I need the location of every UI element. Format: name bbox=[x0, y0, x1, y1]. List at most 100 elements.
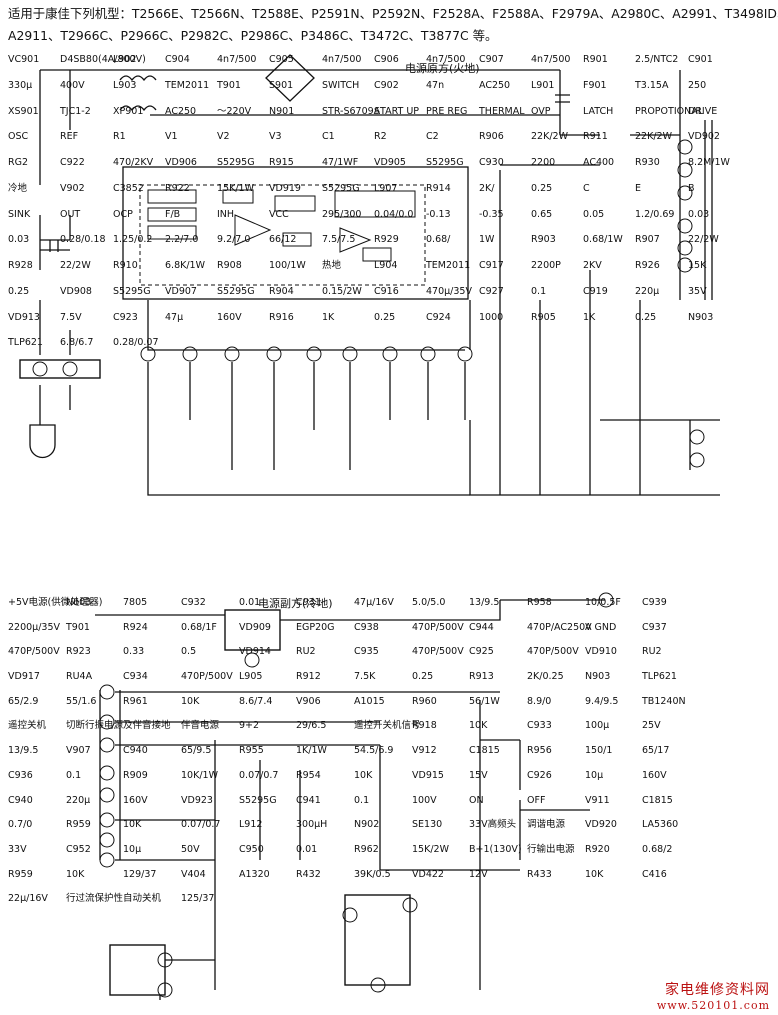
component-label: 33V高频头 bbox=[469, 818, 516, 830]
component-label: 0.1 bbox=[354, 795, 369, 806]
component-label: 2KV bbox=[583, 260, 602, 271]
component-label: 65/17 bbox=[642, 745, 669, 756]
component-label: C926 bbox=[527, 770, 552, 781]
component-label: R959 bbox=[66, 819, 91, 830]
component-label: R433 bbox=[527, 869, 552, 880]
component-label: C1815 bbox=[642, 795, 673, 806]
component-label: 0.04/0.0 bbox=[374, 209, 413, 220]
component-label: 50V bbox=[181, 844, 200, 855]
component-label: 2K/ bbox=[479, 183, 495, 194]
component-label: OFF bbox=[527, 795, 545, 806]
component-label: 0.03 bbox=[688, 209, 709, 220]
component-label: 56/1W bbox=[469, 696, 500, 707]
component-label: 1K bbox=[322, 312, 335, 323]
component-label: 10μ bbox=[585, 770, 603, 781]
component-label: R916 bbox=[269, 312, 294, 323]
component-label: R905 bbox=[531, 312, 556, 323]
component-label: 0.65 bbox=[531, 209, 552, 220]
component-label: C bbox=[583, 183, 590, 194]
component-label: L901 bbox=[531, 80, 554, 91]
component-label: V902 bbox=[60, 183, 85, 194]
component-label: R930 bbox=[635, 157, 660, 168]
component-label: TLP621 bbox=[641, 671, 677, 682]
component-label: S5295G bbox=[217, 286, 255, 297]
component-label: R955 bbox=[239, 745, 264, 756]
component-label: R914 bbox=[426, 183, 451, 194]
component-label: 0.7/0 bbox=[8, 819, 32, 830]
component-label: V911 bbox=[585, 795, 610, 806]
component-label: C933 bbox=[527, 720, 552, 731]
component-label: 自动关机 bbox=[123, 892, 162, 904]
component-label: VD919 bbox=[269, 183, 301, 194]
component-label: 8.6/7.4 bbox=[239, 696, 272, 707]
component-label: 5.0/5.0 bbox=[412, 597, 445, 608]
component-label: R924 bbox=[123, 622, 148, 633]
component-label: 伴音电源 bbox=[181, 719, 220, 731]
component-label: 4n7/500 bbox=[426, 54, 465, 65]
component-label: C416 bbox=[642, 869, 667, 880]
component-label: R962 bbox=[354, 844, 379, 855]
component-label: C944 bbox=[469, 622, 494, 633]
component-label: 160V bbox=[123, 795, 148, 806]
component-label: C940 bbox=[8, 795, 33, 806]
component-label: R432 bbox=[296, 869, 321, 880]
component-label: C938 bbox=[354, 622, 379, 633]
component-label: 220μ bbox=[66, 795, 90, 806]
component-label: LA5360 bbox=[642, 819, 678, 830]
component-label: 22K/2W bbox=[531, 131, 569, 142]
component-label: 15K/2W bbox=[412, 844, 450, 855]
component-label: 22K/2W bbox=[635, 131, 673, 142]
component-label: C916 bbox=[374, 286, 399, 297]
component-label: N903 bbox=[688, 312, 713, 323]
component-label: L905 bbox=[239, 671, 262, 682]
component-label: 15V bbox=[469, 770, 488, 781]
component-label: 100/1W bbox=[269, 260, 306, 271]
component-label: 470P/500V bbox=[8, 646, 60, 657]
component-label: VD915 bbox=[412, 770, 444, 781]
component-label: 4n7/500 bbox=[531, 54, 570, 65]
component-label: A1015 bbox=[354, 696, 385, 707]
component-label: R929 bbox=[374, 234, 399, 245]
component-label: VD914 bbox=[239, 646, 271, 657]
component-label: VD906 bbox=[165, 157, 197, 168]
component-label: R923 bbox=[66, 646, 91, 657]
component-label: 2200P bbox=[531, 260, 561, 271]
component-label: 冷地 bbox=[8, 182, 28, 194]
component-label: 54.5/6.9 bbox=[354, 745, 393, 756]
component-label: C904 bbox=[165, 54, 190, 65]
component-label: 热地 bbox=[322, 259, 342, 271]
component-label: 47/1WF bbox=[322, 157, 358, 168]
component-label: 0.01 bbox=[239, 597, 260, 608]
component-label: 295/300 bbox=[322, 209, 361, 220]
component-label: 0.1 bbox=[66, 770, 81, 781]
component-label: 0.25 bbox=[374, 312, 395, 323]
component-label: L904 bbox=[374, 260, 397, 271]
component-label: V1 bbox=[165, 131, 178, 142]
component-label: C927 bbox=[479, 286, 504, 297]
component-label: R1 bbox=[113, 131, 126, 142]
component-label: 33V bbox=[8, 844, 27, 855]
component-label: 遥控开关机信号 bbox=[354, 719, 421, 731]
component-label: 7.5V bbox=[60, 312, 82, 323]
component-label: V907 bbox=[66, 745, 91, 756]
component-label: T901 bbox=[65, 622, 90, 633]
component-label: VD907 bbox=[165, 286, 197, 297]
component-label: 47μ/16V bbox=[354, 597, 394, 608]
component-label: 切断行振电源 bbox=[66, 719, 124, 731]
component-label: 7805 bbox=[123, 597, 147, 608]
component-label: C925 bbox=[469, 646, 494, 657]
component-label: VD902 bbox=[688, 131, 720, 142]
component-label: 0.68/1F bbox=[181, 622, 217, 633]
component-label: C934 bbox=[123, 671, 148, 682]
component-label: START UP bbox=[374, 106, 419, 117]
component-label: F901 bbox=[583, 80, 607, 91]
component-label: 1K/1W bbox=[296, 745, 328, 756]
component-label: C941 bbox=[296, 795, 321, 806]
component-label: OSC bbox=[8, 131, 29, 142]
component-label: 55/1.6 bbox=[66, 696, 96, 707]
component-label: 4n7/500 bbox=[322, 54, 361, 65]
component-label: RU2 bbox=[642, 646, 662, 657]
watermark: 家电维修资料网 www.520101.com bbox=[657, 979, 770, 1012]
component-label: TLP621 bbox=[7, 337, 43, 348]
